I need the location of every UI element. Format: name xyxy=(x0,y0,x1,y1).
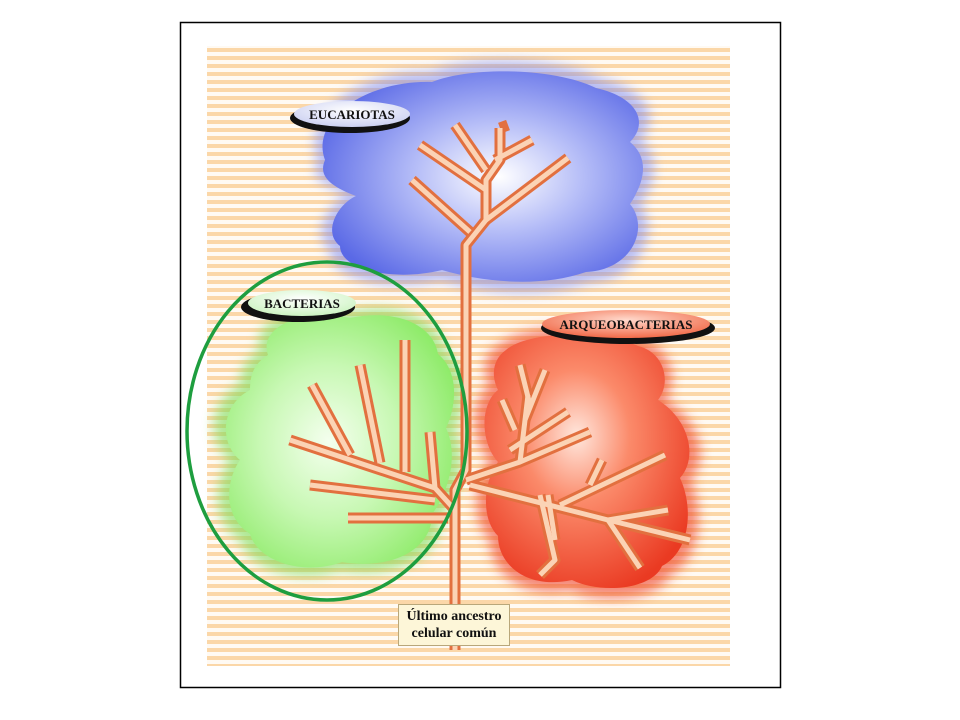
common-ancestor-line2: celular común xyxy=(411,626,497,641)
bacteria-highlight-circle xyxy=(185,260,469,602)
bacteria-label-text: BACTERIAS xyxy=(264,296,340,311)
common-ancestor-label: Último ancestro celular común xyxy=(398,604,510,646)
bacteria-label: BACTERIAS xyxy=(241,290,356,322)
archaea-label: ARQUEOBACTERIAS xyxy=(541,310,715,344)
eukaryotes-label-text: EUCARIOTAS xyxy=(309,107,395,122)
phylogenetic-branches xyxy=(288,119,692,650)
eukaryotes-label: EUCARIOTAS xyxy=(290,101,410,133)
common-ancestor-line1: Último ancestro xyxy=(406,609,502,624)
archaea-label-text: ARQUEOBACTERIAS xyxy=(560,317,693,332)
